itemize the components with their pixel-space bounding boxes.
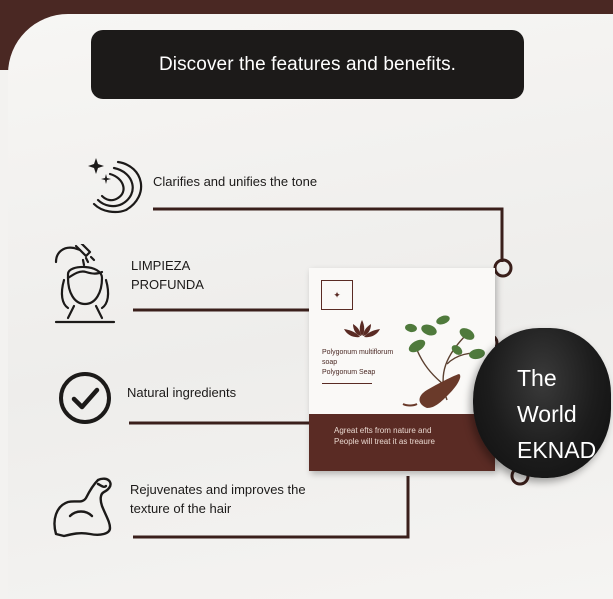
box-divider bbox=[322, 383, 372, 384]
flexed-arm-icon bbox=[50, 476, 120, 538]
feature-text-3: Natural ingredients bbox=[127, 385, 237, 400]
soap-text-line-2: World bbox=[517, 401, 577, 427]
feature-text-4: Rejuvenates and improves the texture of … bbox=[130, 482, 306, 516]
product-box: ✦ bbox=[309, 268, 495, 471]
box-slogan-line-2: People will treat it as treaure bbox=[334, 437, 435, 446]
sparkle-moon-icon bbox=[86, 156, 148, 216]
soap-text-line-1: The bbox=[517, 365, 557, 391]
header-banner: Discover the features and benefits. bbox=[91, 30, 524, 99]
root-plant-illustration bbox=[402, 315, 485, 408]
box-seal-logo: ✦ bbox=[321, 280, 353, 310]
connector-line-4 bbox=[133, 476, 410, 539]
connector-line-1 bbox=[153, 207, 504, 262]
box-slogan-line-1: Agreat efts from nature and bbox=[334, 426, 432, 435]
feature-text-1: Clarifies and unifies the tone bbox=[153, 174, 318, 189]
box-label-line-1: Polygonum multiflorum bbox=[322, 349, 394, 356]
connector-node-1 bbox=[493, 258, 513, 278]
box-bottom-band: Agreat efts from nature and People will … bbox=[309, 414, 495, 471]
header-title: Discover the features and benefits. bbox=[158, 53, 457, 75]
soap-bar: The World EKNAD bbox=[473, 328, 611, 478]
box-label-line-3: Polygonum Seap bbox=[322, 369, 376, 376]
soap-text-line-3: EKNAD bbox=[517, 437, 597, 463]
lotus-icon bbox=[344, 320, 380, 338]
box-label-line-2: soap bbox=[322, 359, 338, 366]
shower-head-person-icon bbox=[50, 240, 120, 324]
feature-text-2: LIMPIEZA PROFUNDA bbox=[131, 258, 204, 292]
check-circle-icon bbox=[57, 370, 113, 426]
